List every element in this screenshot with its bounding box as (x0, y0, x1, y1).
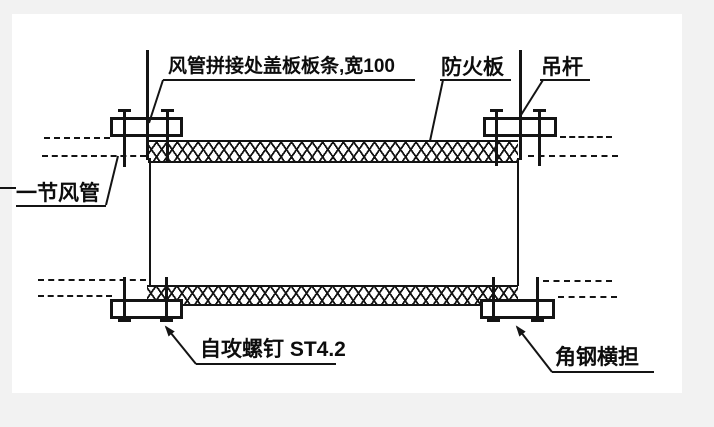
underline-duct-section (16, 205, 106, 207)
leader-angle-bracket (515, 325, 553, 373)
dashed-line-top-left-lower (42, 155, 146, 157)
crossarm-bracket-bottom-left (110, 299, 183, 319)
dashed-line-top-right-lower (528, 155, 618, 157)
dashed-line-top-left-upper (44, 137, 110, 139)
bolt-stem (165, 277, 168, 321)
bolt-stem (166, 110, 169, 163)
bolt-head (533, 109, 546, 112)
dashed-line-bottom-left-lower (38, 295, 112, 297)
bolt-head (118, 109, 131, 112)
leader-fire-board (429, 79, 444, 142)
bolt-stem (123, 277, 126, 321)
bolt-head (160, 319, 173, 322)
hanger-rod-right-line (519, 50, 522, 160)
duct-wall-left-line (149, 158, 151, 286)
underline-angle-bracket (552, 371, 654, 373)
label-angle-bracket: 角钢横担 (555, 346, 639, 369)
fireboard-strip-bottom (147, 285, 518, 306)
bolt-head (487, 319, 500, 322)
drawing-paper (12, 14, 682, 393)
dashed-line-top-right-upper (560, 136, 612, 138)
bolt-head (490, 109, 503, 112)
label-hanger-rod: 吊杆 (541, 56, 583, 79)
dashed-line-bottom-left-upper (38, 279, 146, 281)
bolt-head (161, 109, 174, 112)
leader-cover-strip (148, 79, 164, 124)
leader-screw (164, 325, 197, 365)
underline-fire-board (440, 79, 511, 81)
hanger-rod-left-line (146, 50, 149, 160)
dashed-line-bottom-right-upper (543, 280, 612, 282)
underline-screw (196, 363, 336, 365)
duct-wall-right-line (517, 158, 519, 286)
label-cover-strip: 风管拼接处盖板板条,宽100 (168, 56, 395, 77)
bolt-stem (536, 277, 539, 321)
underline-cover-strip (163, 79, 415, 81)
label-screw: 自攻螺钉 ST4.2 (200, 338, 346, 361)
bolt-stem (123, 110, 126, 167)
underline-hanger-rod (540, 79, 590, 81)
bolt-head (118, 319, 131, 322)
label-fire-board: 防火板 (441, 56, 504, 79)
bolt-stem (492, 277, 495, 321)
leader-hanger-rod (520, 79, 544, 116)
leader-duct-section (105, 155, 119, 206)
bolt-head (531, 319, 544, 322)
label-duct-section: 一节风管 (16, 182, 100, 205)
bolt-stem (495, 110, 498, 166)
dashed-line-bottom-right-lower (558, 296, 617, 298)
fireboard-strip-top (148, 140, 518, 163)
bolt-stem (538, 110, 541, 166)
